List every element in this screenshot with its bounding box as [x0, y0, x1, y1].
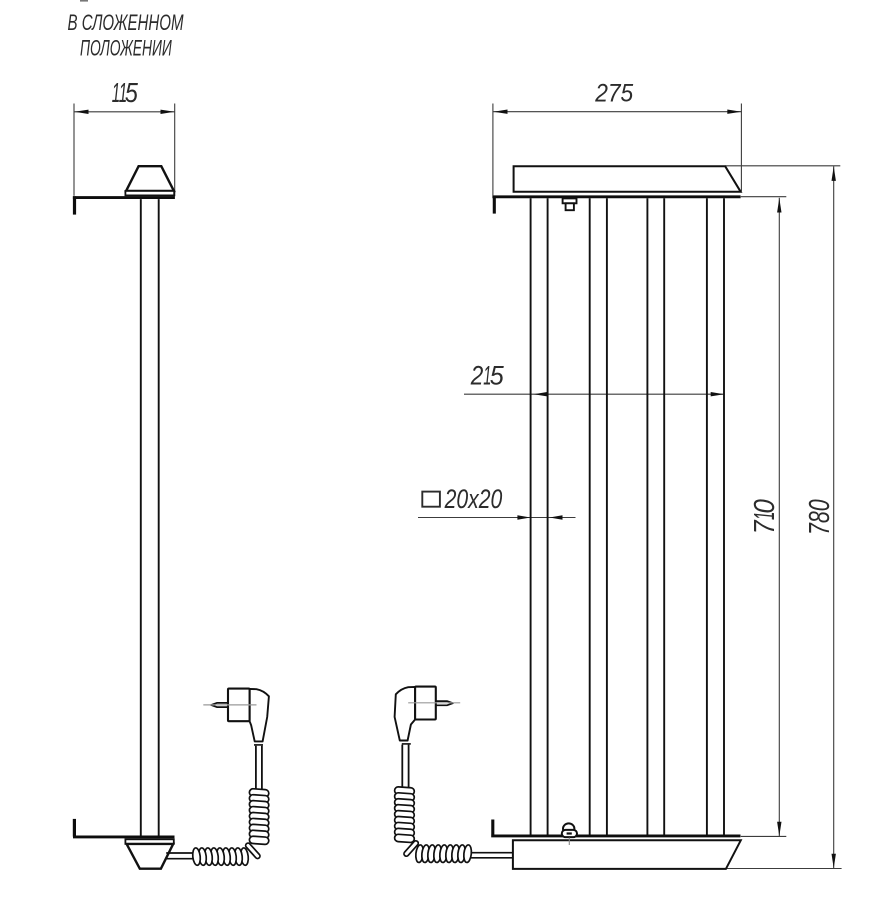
svg-text:2: 2 — [470, 362, 484, 391]
svg-text:275: 275 — [594, 80, 633, 108]
svg-text:7: 7 — [748, 519, 780, 534]
svg-text:0: 0 — [748, 498, 781, 513]
svg-text:1: 1 — [119, 77, 127, 108]
svg-text:В СЛОЖЕННОМ: В СЛОЖЕННОМ — [68, 10, 184, 35]
svg-text:ПОЛОЖЕНИИ: ПОЛОЖЕНИИ — [80, 35, 172, 60]
svg-text:20х20: 20х20 — [444, 485, 503, 515]
svg-text:780: 780 — [804, 499, 836, 535]
svg-text:5: 5 — [490, 362, 505, 391]
svg-text:1: 1 — [112, 77, 120, 108]
svg-text:1: 1 — [483, 361, 491, 391]
svg-text:5: 5 — [125, 78, 139, 108]
svg-text:1: 1 — [748, 512, 781, 520]
